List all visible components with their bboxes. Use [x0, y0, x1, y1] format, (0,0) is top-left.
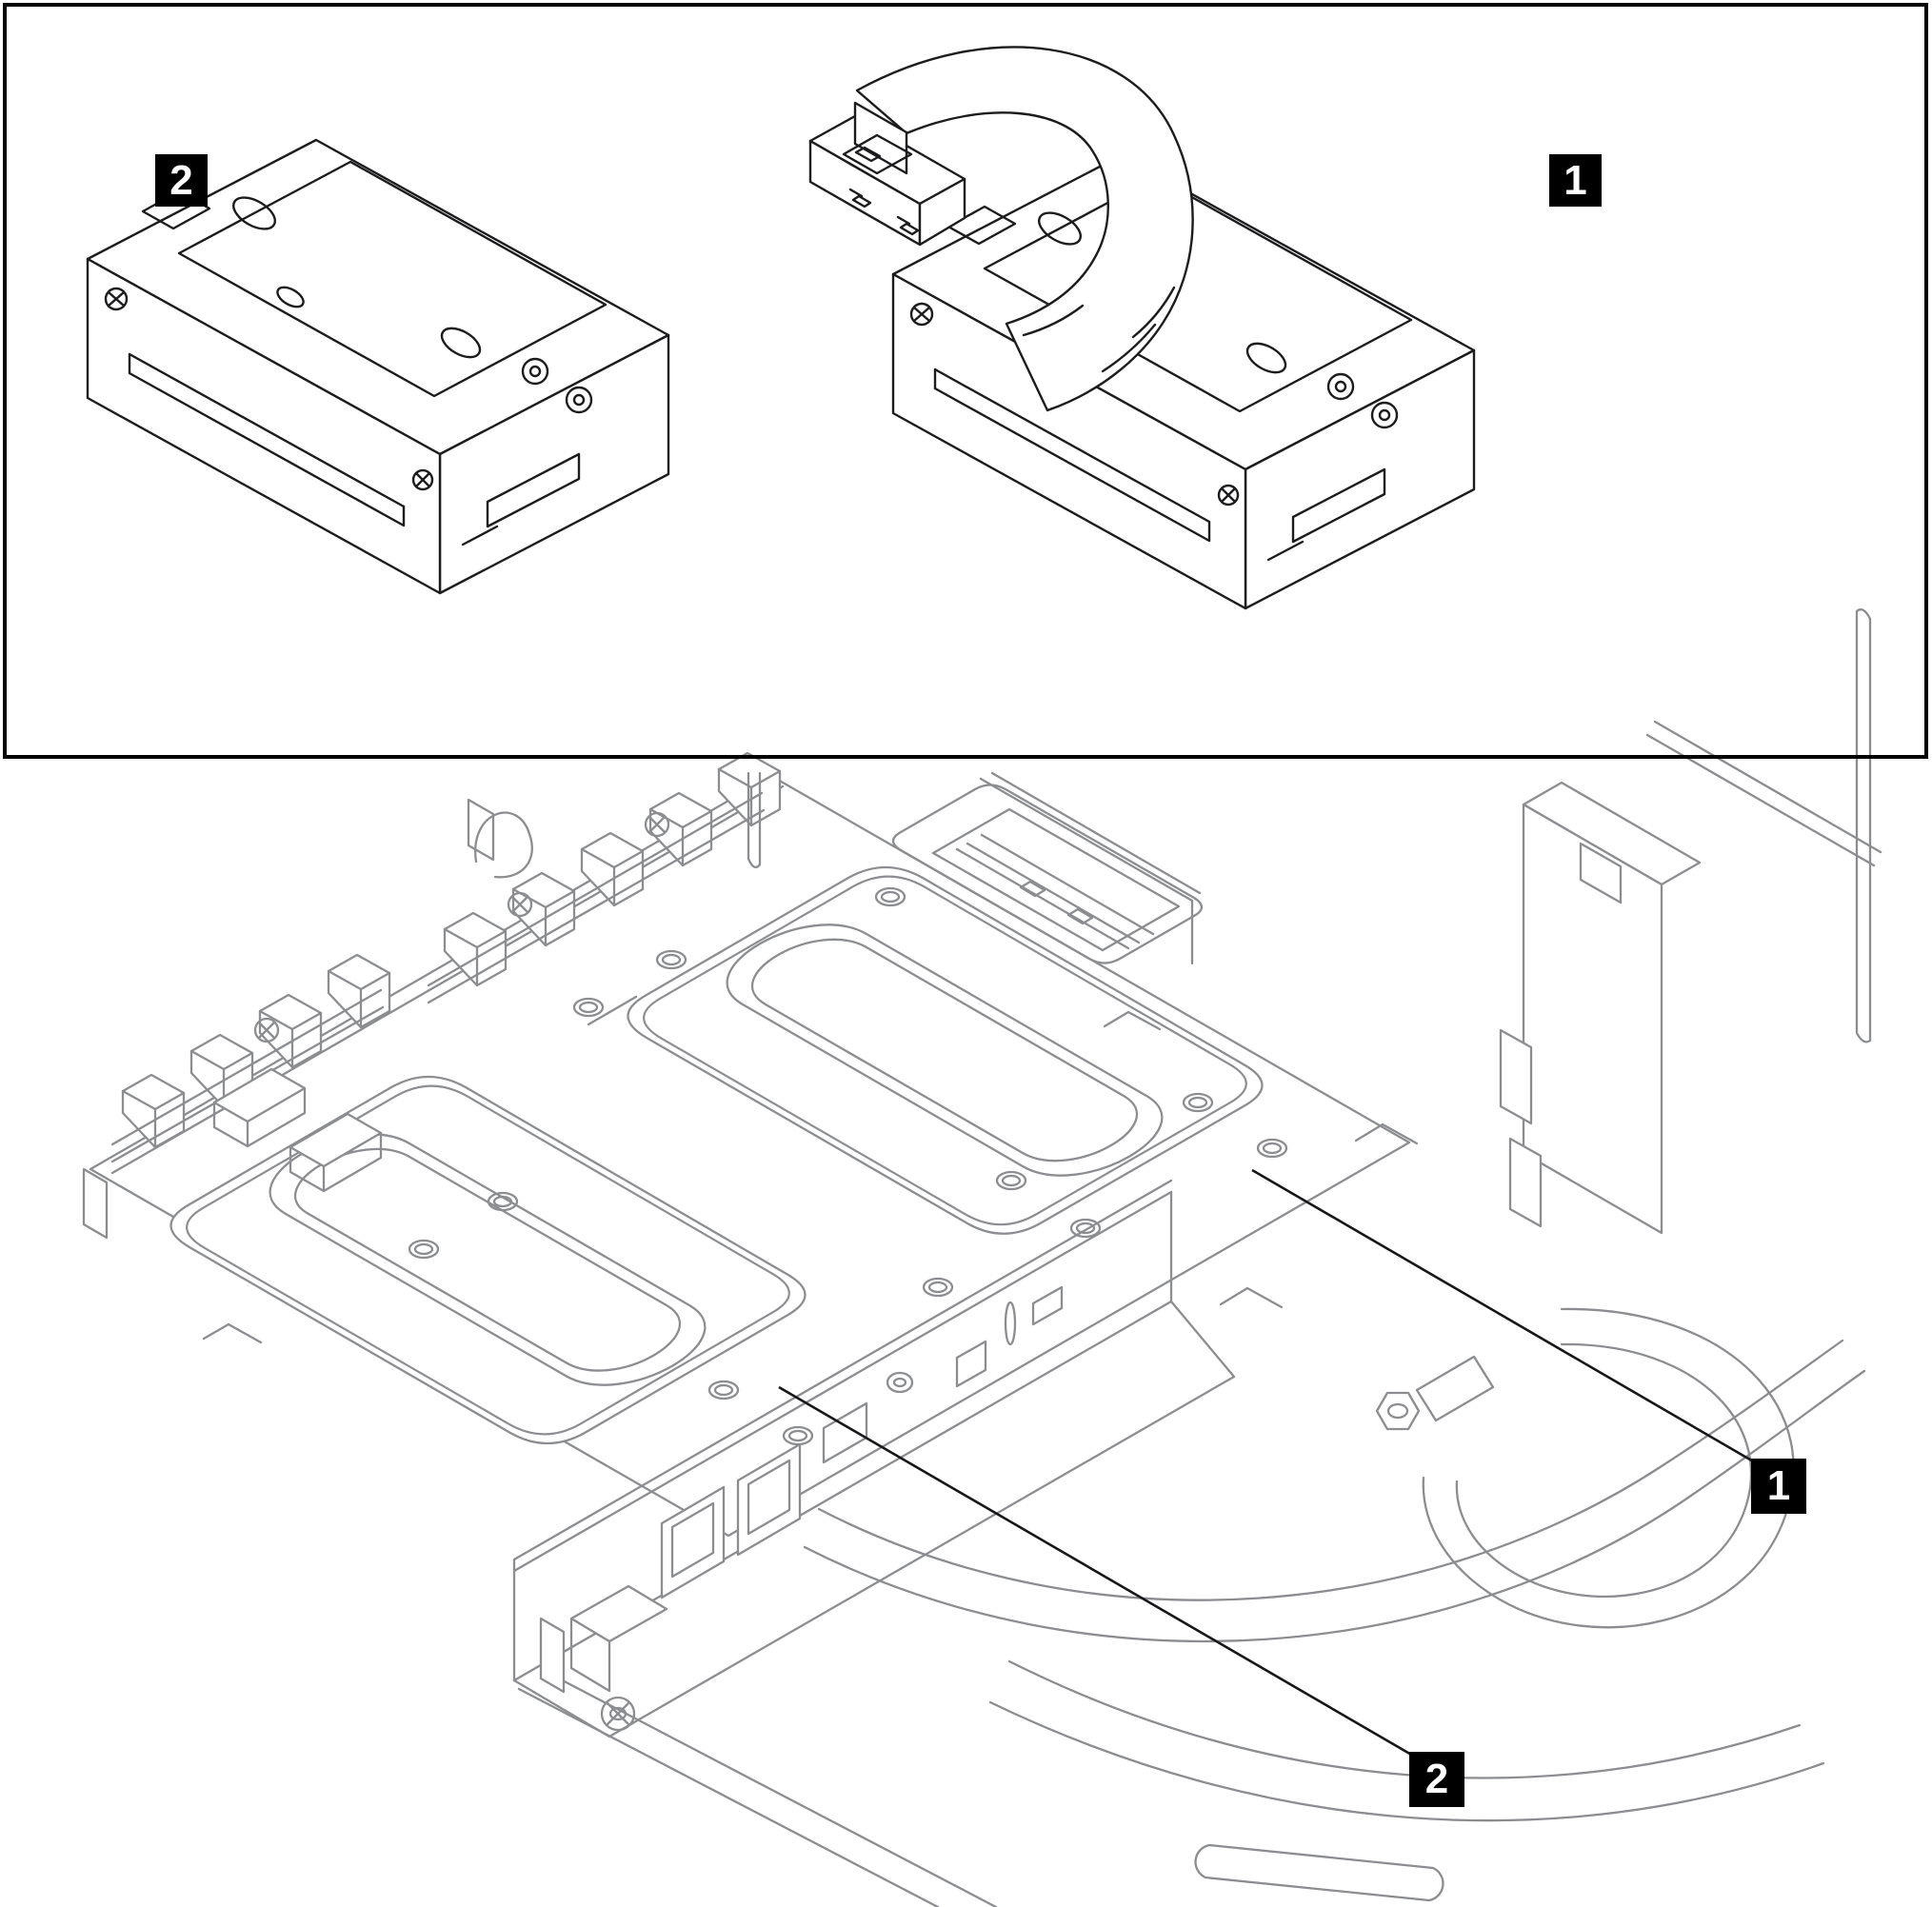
front-io-panel: [512, 1179, 1173, 1682]
screw-holes: [408, 886, 1288, 1446]
mini-dp-port: [1031, 1285, 1064, 1326]
power-button: [886, 1371, 914, 1394]
hose-fitting: [1375, 1391, 1421, 1431]
rj45-port: [736, 1442, 802, 1557]
board-connector-socket: [891, 771, 1204, 965]
callout-location-1: 1: [1751, 1459, 1806, 1514]
callout-riser-2: 2: [155, 154, 208, 207]
board-blocks: [82, 1067, 383, 1240]
hinge-bracket: [539, 1584, 668, 1732]
callout-location-2: 2: [1409, 1752, 1464, 1807]
chassis-drawing: [82, 608, 1882, 1907]
usb-port: [955, 1340, 987, 1388]
cable-connector-drawing: [808, 101, 966, 247]
riser-cage-2-drawing: [86, 138, 670, 595]
side-wall: [1499, 781, 1702, 1235]
rj45-port: [660, 1485, 726, 1599]
slot-port: [1004, 1301, 1017, 1346]
callout-riser-1: 1: [1549, 154, 1602, 207]
emi-fin-row-upper: [427, 751, 782, 1004]
right-rail: [1645, 608, 1882, 1043]
alignment-marks: [202, 995, 1419, 1344]
hose-clip: [467, 771, 762, 879]
io-connector: [822, 1401, 868, 1464]
leader-line-2: [778, 1385, 1414, 1758]
leader-line-1: [1251, 1168, 1756, 1464]
front-apron: [512, 1300, 1236, 1907]
coolant-hoses: [803, 1307, 1866, 1902]
riser-cable-drawing: [855, 46, 1194, 412]
water-loop-1: [726, 924, 1164, 1177]
cold-plate-1: [627, 865, 1264, 1235]
